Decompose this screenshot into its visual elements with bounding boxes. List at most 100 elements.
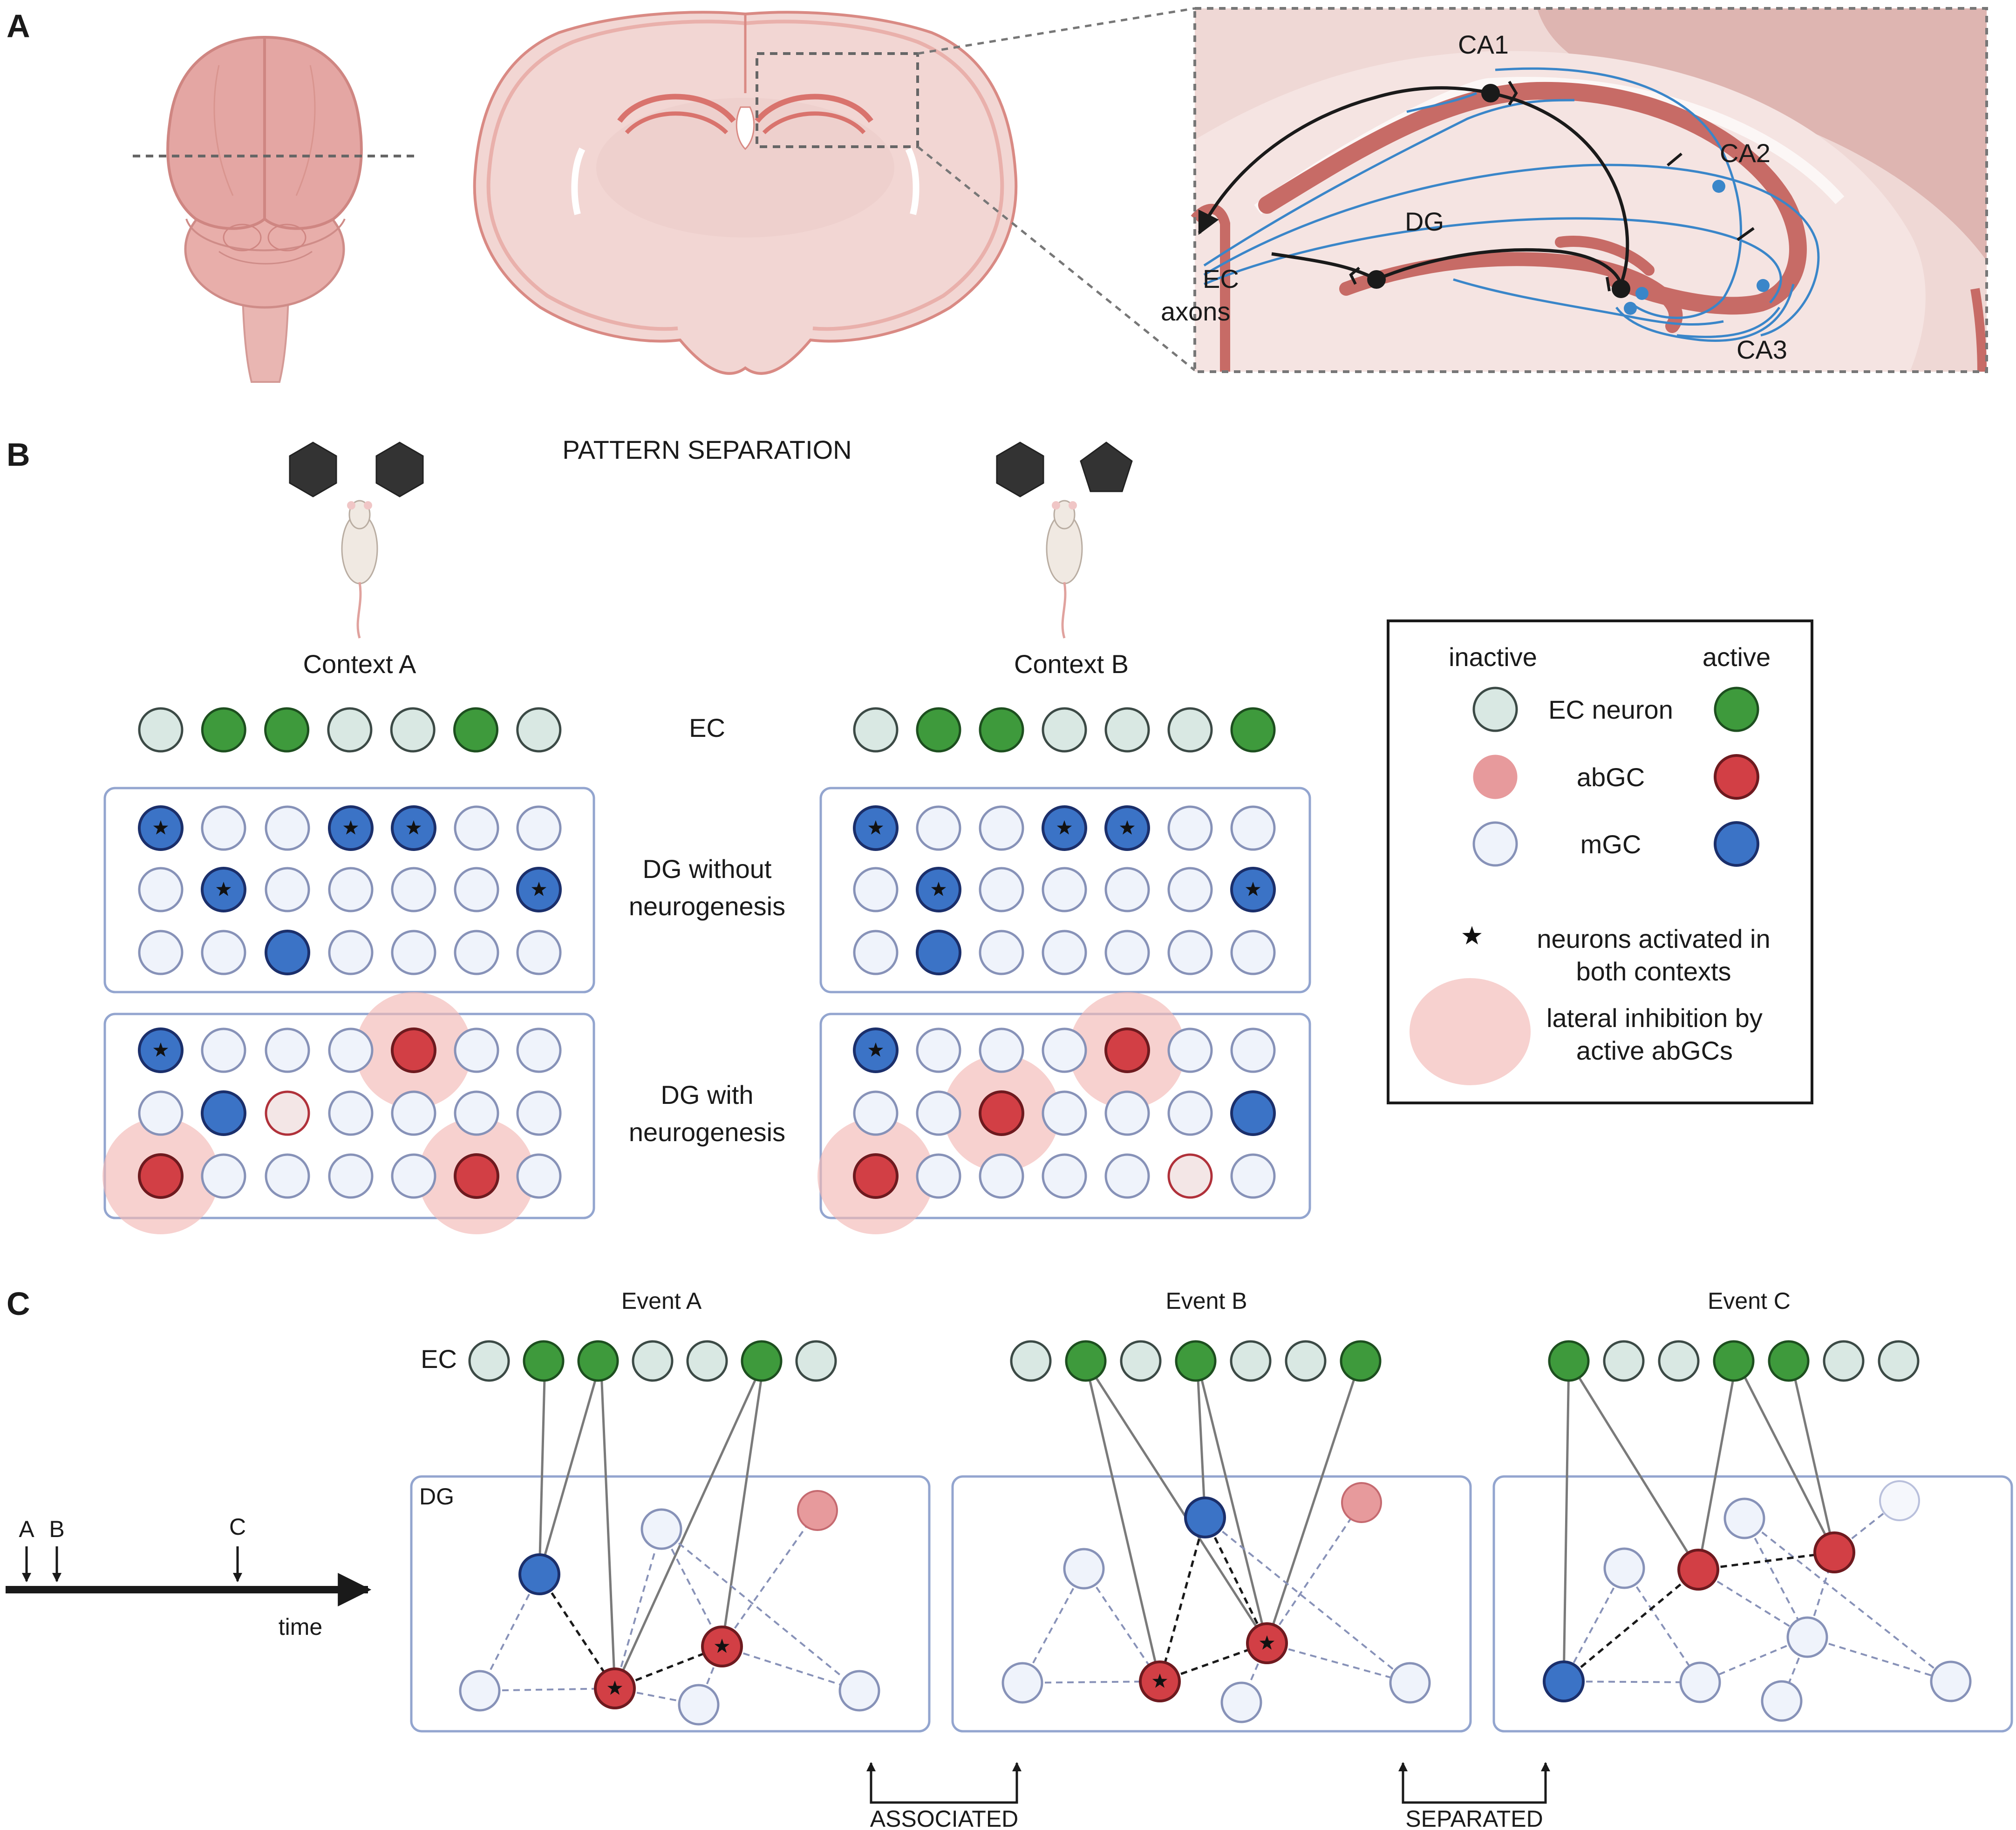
mgc-inactive	[1603, 1547, 1645, 1589]
mgc-inactive	[1104, 1090, 1150, 1136]
mgc-inactive	[1761, 1680, 1803, 1722]
mgc-inactive	[454, 1090, 499, 1136]
mgc-active	[916, 930, 961, 975]
ec-neuron-active	[741, 1340, 783, 1382]
event-c-network	[1492, 1360, 2013, 1733]
star-icon	[216, 882, 232, 896]
ec-neuron-inactive	[516, 707, 562, 753]
objects-context-b	[996, 442, 1133, 497]
legend-halo-label-2: active abGCs	[1576, 1036, 1733, 1065]
legend-mgc-active	[1714, 821, 1759, 867]
separated-bracket	[1398, 1762, 1550, 1804]
mgc-active	[1543, 1660, 1585, 1702]
mgc-inactive	[1042, 1153, 1087, 1199]
star-icon	[343, 820, 359, 835]
ec-neuron-active	[1175, 1340, 1217, 1382]
timeline	[6, 1546, 372, 1606]
mgc-inactive	[265, 805, 310, 851]
mgc-inactive	[454, 1027, 499, 1073]
mgc-inactive	[979, 867, 1024, 912]
mgc-inactive	[1930, 1660, 1972, 1702]
row-label-ec: EC	[689, 713, 725, 742]
panel-letter-b: B	[7, 436, 30, 473]
ec-row-event-a	[468, 1340, 837, 1382]
panel-letter-a: A	[7, 8, 30, 44]
label-ec: EC	[1203, 264, 1239, 293]
mgc-inactive	[328, 867, 374, 912]
mgc-inactive	[979, 1153, 1024, 1199]
legend: inactive active EC neuron abGC mGC neuro…	[1387, 619, 1813, 1104]
hippocampus-zoom	[1191, 7, 1988, 373]
label-ca1: CA1	[1458, 30, 1509, 59]
ec-neuron-active	[1713, 1340, 1755, 1382]
abgc-active	[1104, 1027, 1150, 1073]
associated-label: ASSOCIATED	[870, 1806, 1019, 1830]
star-icon	[153, 1042, 169, 1057]
star-icon	[607, 1680, 623, 1695]
mgc-inactive	[853, 930, 899, 975]
ec-neuron-active	[1768, 1340, 1810, 1382]
ec-neuron-inactive	[632, 1340, 674, 1382]
mgc-inactive	[1230, 1027, 1276, 1073]
mgc-inactive	[1063, 1548, 1105, 1590]
ec-row-event-b	[1010, 1340, 1382, 1382]
event-a-dg-label: DG	[419, 1483, 454, 1510]
mgc-inactive	[1679, 1661, 1721, 1703]
coronal-section-illustration	[473, 7, 1196, 375]
mgc-inactive	[201, 1027, 246, 1073]
mgc-inactive	[916, 1153, 961, 1199]
mgc-inactive	[138, 930, 184, 975]
abgc-inactive	[1167, 1153, 1213, 1199]
ec-neuron-inactive	[795, 1340, 837, 1382]
label-axons: axons	[1161, 297, 1230, 326]
mgc-inactive	[640, 1508, 682, 1550]
mgc-inactive	[454, 867, 499, 912]
mgc-inactive	[391, 1090, 436, 1136]
mouse-icon	[341, 500, 378, 639]
mgc-inactive	[265, 1153, 310, 1199]
star-icon	[1462, 926, 1482, 945]
row-label-dg-without-2: neurogenesis	[629, 891, 785, 921]
hexagon-icon	[375, 442, 424, 497]
abgc-active	[1813, 1531, 1855, 1573]
pentagon-icon	[1080, 442, 1133, 492]
mgc-inactive	[328, 1027, 374, 1073]
legend-ec-active	[1714, 687, 1759, 732]
pattern-separation-title: PATTERN SEPARATION	[562, 435, 851, 464]
row-label-dg-without-1: DG without	[643, 854, 772, 884]
mgc-inactive	[916, 1027, 961, 1073]
abgc-active	[138, 1153, 184, 1199]
mgc-inactive	[853, 867, 899, 912]
mgc-inactive	[328, 930, 374, 975]
ec-neuron-active	[1065, 1340, 1107, 1382]
abgc-active	[979, 1090, 1024, 1136]
ec-row-context-a	[138, 707, 562, 753]
legend-halo	[1410, 978, 1531, 1085]
mgc-inactive	[1723, 1497, 1765, 1539]
mgc-inactive	[516, 805, 562, 851]
star-icon	[1152, 1674, 1168, 1688]
mgc-inactive	[853, 1090, 899, 1136]
ec-neuron-inactive	[1658, 1340, 1700, 1382]
mgc-inactive	[1389, 1662, 1431, 1704]
legend-active-header: active	[1703, 642, 1771, 672]
ec-row-event-c	[1548, 1340, 1920, 1382]
label-ca2: CA2	[1720, 138, 1771, 168]
legend-abgc-label: abGC	[1577, 762, 1645, 792]
event-a-title: Event A	[621, 1288, 702, 1314]
legend-star-label-1: neurons activated in	[1537, 924, 1770, 953]
mgc-inactive	[391, 1153, 436, 1199]
mgc-inactive	[1104, 930, 1150, 975]
mgc-inactive	[1230, 930, 1276, 975]
ec-neuron-active	[979, 707, 1024, 753]
dg-with-neurogenesis-context-a	[102, 992, 595, 1234]
mgc-inactive	[201, 1153, 246, 1199]
mgc-inactive	[1042, 930, 1087, 975]
ec-neuron-inactive	[1042, 707, 1087, 753]
mgc-inactive	[201, 930, 246, 975]
ec-neuron-inactive	[1230, 1340, 1272, 1382]
ec-neuron-active	[916, 707, 961, 753]
mgc-active	[518, 1553, 560, 1595]
star-icon	[1245, 882, 1261, 896]
mgc-inactive	[1167, 805, 1213, 851]
